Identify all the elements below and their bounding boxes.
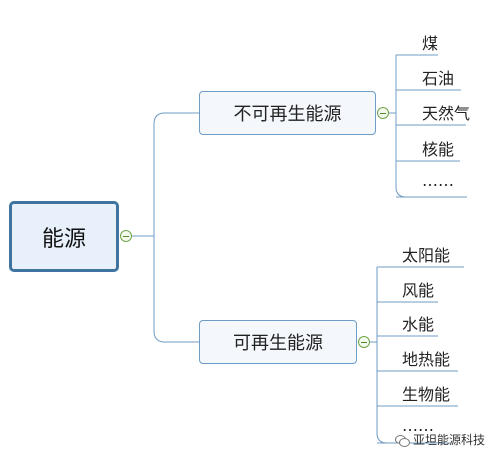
leaf-label: 煤 xyxy=(422,34,439,53)
leaf-ellipsis[interactable]: …… xyxy=(422,168,454,192)
root-node-label: 能源 xyxy=(41,226,86,252)
leaf-label: …… xyxy=(422,170,454,190)
leaf-label: 天然气 xyxy=(422,104,471,123)
branch-node-label: 不可再生能源 xyxy=(233,104,342,125)
leaf-nuclear[interactable]: 核能 xyxy=(422,136,454,160)
leaf-oil[interactable]: 石油 xyxy=(422,65,454,89)
leaf-label: 水能 xyxy=(402,315,435,334)
leaf-coal[interactable]: 煤 xyxy=(422,30,438,54)
leaf-hydro[interactable]: 水能 xyxy=(402,311,434,335)
collapse-toggle-root[interactable] xyxy=(120,230,132,242)
root-node[interactable]: 能源 xyxy=(9,201,119,272)
watermark-text: 亚坦能源科技 xyxy=(413,433,486,447)
leaf-label: 生物能 xyxy=(402,385,451,404)
leaf-ellipsis[interactable]: …… xyxy=(402,413,434,437)
leaf-solar[interactable]: 太阳能 xyxy=(402,242,450,266)
branch-node-label: 可再生能源 xyxy=(233,333,323,354)
watermark: 亚坦能源科技 xyxy=(395,431,485,448)
leaf-natural-gas[interactable]: 天然气 xyxy=(422,100,470,124)
branch-node-renewable[interactable]: 可再生能源 xyxy=(199,320,357,364)
leaf-wind[interactable]: 风能 xyxy=(402,277,434,301)
leaf-geothermal[interactable]: 地热能 xyxy=(402,346,450,370)
leaf-label: 风能 xyxy=(402,281,435,300)
collapse-toggle-nonrenewable[interactable] xyxy=(377,107,389,119)
leaf-label: 太阳能 xyxy=(402,246,451,265)
leaf-biomass[interactable]: 生物能 xyxy=(402,381,450,405)
leaf-label: …… xyxy=(402,415,434,435)
leaf-label: 石油 xyxy=(422,69,455,88)
wechat-icon xyxy=(395,434,410,447)
collapse-toggle-renewable[interactable] xyxy=(358,336,370,348)
branch-node-nonrenewable[interactable]: 不可再生能源 xyxy=(199,91,376,135)
leaf-label: 核能 xyxy=(422,140,455,159)
leaf-label: 地热能 xyxy=(402,350,451,369)
